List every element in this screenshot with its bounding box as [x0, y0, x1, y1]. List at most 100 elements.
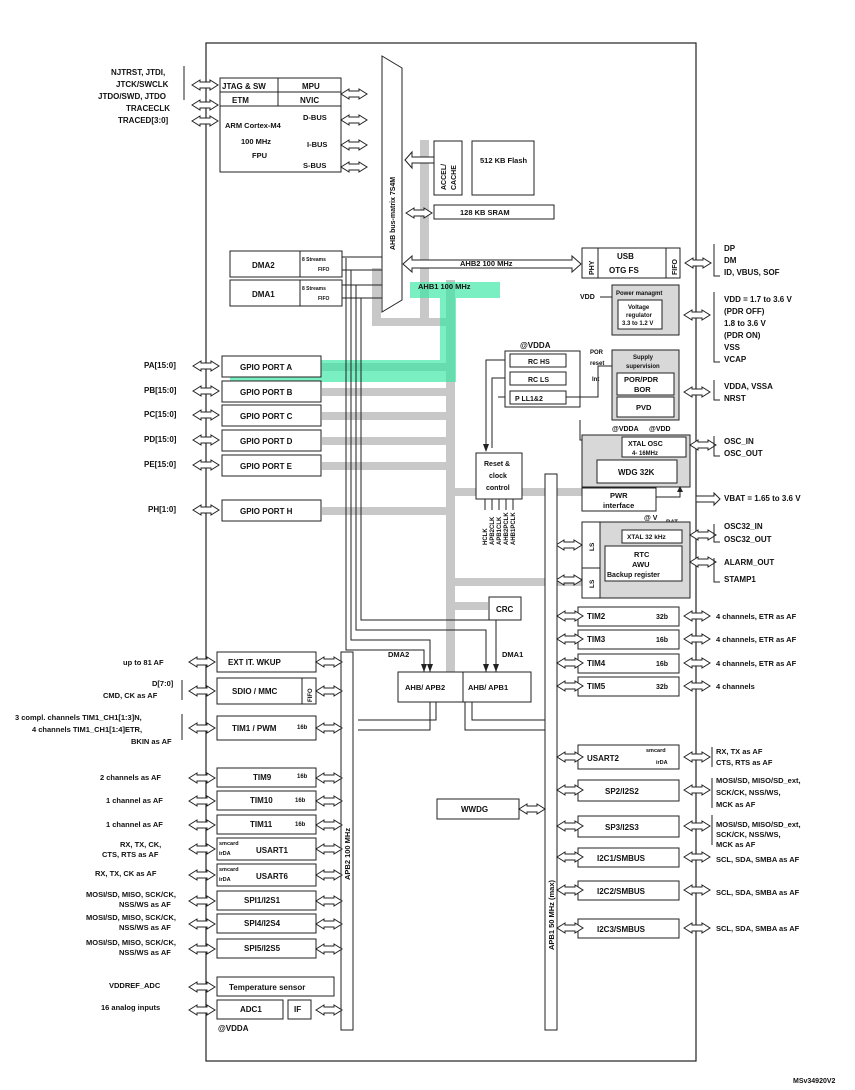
- gpio-ports: GPIO PORT A GPIO PORT B GPIO PORT C GPIO…: [221, 355, 322, 522]
- dma1: DMA1: [252, 290, 275, 299]
- spi4-pins1: MOSI/SD, MISO, SCK/CK,: [86, 913, 176, 922]
- ls-2: LS: [589, 579, 596, 588]
- crc: CRC: [496, 605, 514, 614]
- usb-block: PHY FIFO USB OTG FS: [581, 247, 681, 279]
- spi1-pins2: NSS/WS as AF: [119, 900, 171, 909]
- tim11-pins: 1 channel as AF: [106, 820, 163, 829]
- sp3-pins1: MOSI/SD, MISO/SD_ext,: [716, 820, 801, 829]
- pin-pa: PA[15:0]: [144, 361, 176, 370]
- usart6-irda: irDA: [219, 877, 231, 883]
- rc-ls: RC LS: [528, 377, 549, 384]
- ahb-apb2: AHB/ APB2: [405, 683, 445, 692]
- usart6: USART6: [256, 872, 289, 881]
- tim2-pins: 4 channels, ETR as AF: [716, 612, 797, 621]
- gpio-port-e: GPIO PORT E: [240, 462, 293, 471]
- tim5-pins: 4 channels: [716, 682, 755, 691]
- dma1-streams: 8 Streams: [302, 286, 326, 292]
- adc-if: IF: [294, 1005, 301, 1014]
- xtal-range: 4- 16MHz: [632, 451, 658, 457]
- jtag-sw: JTAG & SW: [222, 82, 266, 91]
- tim1: TIM1 / PWM: [232, 724, 277, 733]
- spi5-pins1: MOSI/SD, MISO, SCK/CK,: [86, 938, 176, 947]
- rc-osc-block: RC HS RC LS P LL1&2: [504, 350, 581, 408]
- osc-out: OSC_OUT: [724, 449, 763, 458]
- tim4: TIM4: [587, 659, 606, 668]
- reset-clock-3: control: [486, 485, 510, 492]
- dma2: DMA2: [252, 261, 275, 270]
- jtag-pin1: NJTRST, JTDI,: [111, 68, 165, 77]
- ahb2-label: AHB2 100 MHz: [460, 259, 513, 268]
- apb1-peripherals: TIM2 32b TIM3 16b TIM4 16b TIM5 32b USAR…: [577, 606, 680, 939]
- pwr-interface: PWR interface: [581, 487, 657, 512]
- usart1-pins1: RX, TX, CK,: [120, 840, 161, 849]
- tim4-bits: 16b: [656, 661, 668, 668]
- tim9-bits: 16b: [297, 774, 308, 780]
- apb2-label: APB2 100 MHz: [343, 828, 352, 880]
- tim1-pins3: BKIN as AF: [131, 737, 172, 746]
- sdio: SDIO / MMC: [232, 687, 278, 696]
- sp2-pins1: MOSI/SD, MISO/SD_ext,: [716, 776, 801, 785]
- cpu-name: ARM Cortex-M4: [225, 121, 282, 130]
- gpio-port-d: GPIO PORT D: [240, 437, 293, 446]
- i2c3-pins: SCL, SDA, SMBA as AF: [716, 924, 800, 933]
- reset-clock-2: clock: [489, 473, 507, 480]
- por-pdr: POR/PDR: [624, 375, 659, 384]
- tim5-bits: 32b: [656, 684, 668, 691]
- dma-block: DMA2 8 Streams FIFO DMA1 8 Streams FIFO: [229, 250, 343, 307]
- tim10-pins: 1 channel as AF: [106, 796, 163, 805]
- tim11: TIM11: [250, 820, 273, 829]
- pdr-off: (PDR OFF): [724, 307, 765, 316]
- tim5: TIM5: [587, 682, 606, 691]
- vcap: VCAP: [724, 355, 747, 364]
- pvd: PVD: [636, 403, 652, 412]
- trace-pin2: TRACED[3:0]: [118, 116, 169, 125]
- exti: EXT IT. WKUP: [228, 658, 282, 667]
- supply-label: Supply: [633, 355, 654, 361]
- sp3: SP3/I2S3: [605, 823, 639, 832]
- supervision-label: supervision: [626, 364, 660, 370]
- dma1-bus-label: DMA1: [502, 650, 523, 659]
- pin-pd: PD[15:0]: [144, 435, 177, 444]
- sdio-fifo: FIFO: [308, 688, 314, 702]
- sbus: S-BUS: [303, 161, 326, 170]
- awu: AWU: [632, 560, 650, 569]
- backup-register: Backup register: [607, 572, 660, 579]
- xtal-osc: XTAL OSC: [628, 441, 663, 448]
- dma1-fifo: FIFO: [318, 296, 329, 302]
- dbus: D-BUS: [303, 113, 327, 122]
- spi1: SPI1/I2S1: [244, 896, 281, 905]
- tim1-pins2: 4 channels TIM1_CH1[1:4]ETR,: [32, 725, 142, 734]
- power-block: Power managmt Voltage regulator 3.3 to 1…: [580, 284, 680, 336]
- vdd-range2: 1.8 to 3.6 V: [724, 319, 766, 328]
- mpu: MPU: [302, 82, 320, 91]
- cpu-freq: 100 MHz: [241, 137, 271, 146]
- sp2-pins3: MCK as AF: [716, 800, 756, 809]
- accel: ACCEL/: [441, 164, 448, 190]
- usart6-smcard: smcard: [219, 867, 239, 873]
- vdd-range1: VDD = 1.7 to 3.6 V: [724, 295, 792, 304]
- tim1-bits: 16b: [297, 725, 308, 731]
- usart2-smcard: smcard: [646, 748, 666, 754]
- ahb-apb1: AHB/ APB1: [468, 683, 508, 692]
- ibus: I-BUS: [307, 140, 327, 149]
- fpu: FPU: [252, 151, 267, 160]
- dma2-streams: 8 Streams: [302, 257, 326, 263]
- bus-matrix: AHB bus-matrix 7S4M: [381, 55, 403, 313]
- crc-box: [488, 596, 522, 621]
- sdio-pins2: CMD, CK as AF: [103, 691, 158, 700]
- usart2: USART2: [587, 754, 620, 763]
- osc32-out: OSC32_OUT: [724, 535, 772, 544]
- sram: 128 KB SRAM: [460, 208, 510, 217]
- vbat: VBAT = 1.65 to 3.6 V: [724, 494, 801, 503]
- xtal32: XTAL 32 kHz: [627, 534, 667, 541]
- reg-range: 3.3 to 1.2 V: [622, 321, 653, 327]
- tim3: TIM3: [587, 635, 606, 644]
- clock-label-ahb1pclk: AHB1PCLK: [511, 512, 517, 545]
- sp2: SP2/I2S2: [605, 787, 639, 796]
- clock-label-hclk: HCLK: [483, 528, 489, 545]
- etm: ETM: [232, 96, 249, 105]
- i2c2: I2C2/SMBUS: [597, 887, 646, 896]
- at-vbat: @ V: [644, 515, 658, 522]
- ahb2-bus: AHB2 100 MHz AHB1 100 MHz: [402, 254, 582, 291]
- xtal-wdg-block: XTAL OSC 4- 16MHz WDG 32K: [581, 434, 691, 488]
